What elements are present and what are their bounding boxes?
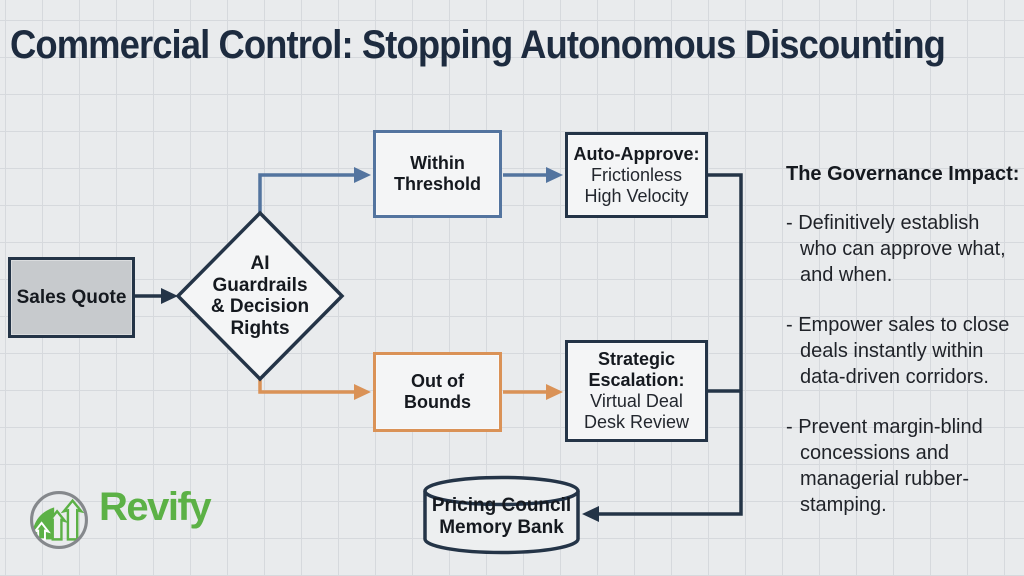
revify-logo: Revify (28, 485, 212, 551)
arrowhead-decision-to-within-icon (354, 167, 371, 183)
arrowhead-decision-to-outofbounds-icon (354, 384, 371, 400)
connector-autoapprove-to-memorybank (597, 173, 743, 516)
node-auto-approve-title: Auto-Approve: (573, 143, 700, 164)
governance-heading: The Governance Impact: (786, 163, 1020, 185)
page-title: Commercial Control: Stopping Autonomous … (10, 23, 946, 67)
arrowhead-within-to-autoapprove-icon (546, 167, 563, 183)
node-sales-quote-label: Sales Quote (16, 287, 127, 308)
decision-diamond-shape (175, 210, 345, 382)
node-out-of-bounds-label: Out of Bounds (404, 371, 471, 412)
node-sales-quote: Sales Quote (8, 257, 135, 338)
connector-decision-to-within (258, 173, 356, 214)
node-auto-approve: Auto-Approve: Frictionless High Velocity (565, 132, 708, 218)
connector-decision-to-outofbounds (258, 378, 356, 394)
arrowhead-sales-to-decision-icon (161, 288, 178, 304)
arrowhead-outofbounds-to-escalation-icon (546, 384, 563, 400)
node-decision-label: AI Guardrails & Decision Rights (210, 253, 310, 339)
node-memory-bank-label: Pricing Council Memory Bank (431, 495, 572, 538)
governance-bullet-3: - Prevent margin-blind concessions and m… (786, 416, 983, 516)
memory-bank-cylinder-top (423, 475, 580, 507)
node-within-threshold-label: Within Threshold (393, 153, 481, 194)
memory-bank-cylinder-body (423, 491, 580, 555)
node-within-threshold: Within Threshold (373, 130, 502, 218)
node-strategic-escalation-body: Virtual Deal Desk Review (583, 391, 690, 432)
governance-bullet-1: - Definitively establish who can approve… (786, 212, 1006, 286)
node-out-of-bounds: Out of Bounds (373, 352, 502, 432)
revify-wordmark: Revify (99, 485, 212, 529)
node-strategic-escalation-title: Strategic Escalation: (588, 349, 685, 390)
governance-bullet-2: - Empower sales to close deals instantly… (786, 314, 1010, 388)
governance-impact-panel: The Governance Impact: - Definitively es… (786, 163, 1024, 518)
node-auto-approve-body: Frictionless High Velocity (584, 164, 689, 206)
revify-growth-arrows-icon (30, 491, 88, 549)
node-strategic-escalation: Strategic Escalation: Virtual Deal Desk … (565, 340, 708, 442)
arrowhead-into-memorybank-icon (582, 506, 599, 522)
